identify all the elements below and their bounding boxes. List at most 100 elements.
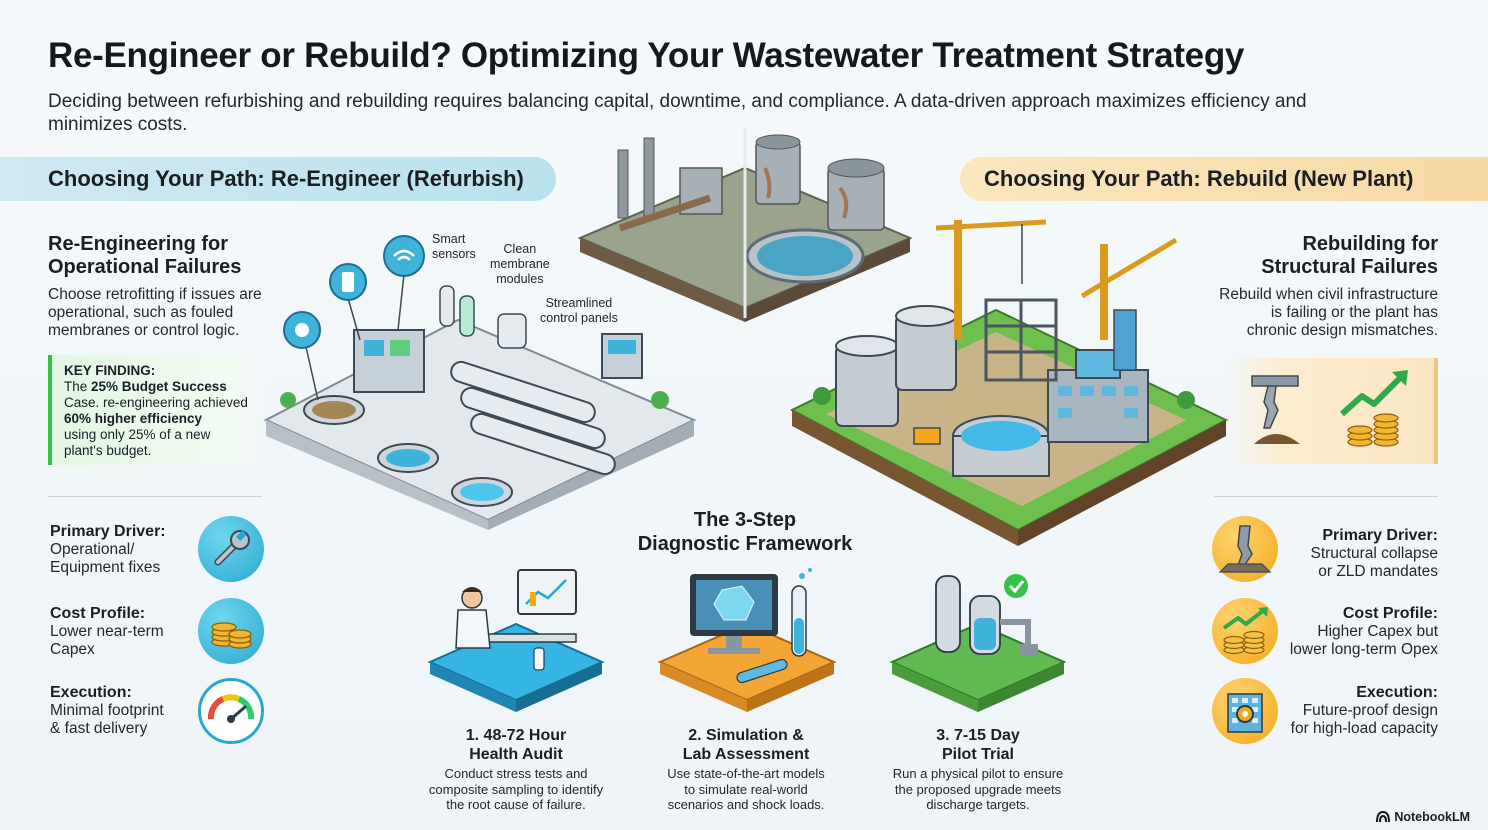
brand-mark: NotebookLM (1376, 810, 1470, 824)
notebook-logo-icon (1376, 811, 1391, 823)
right-driver-text-3: Future-proof design for high-load capaci… (1291, 702, 1438, 738)
right-driver-label-1: Primary Driver: (1322, 527, 1438, 544)
right-divider (1214, 496, 1438, 497)
step-1-title-line-1: 1. 48-72 Hour (465, 727, 567, 744)
step-2-text-line-3: scenarios and shock loads. (667, 797, 825, 812)
step-1-text-line-2: composite sampling to identify (428, 781, 604, 797)
smart-sensors-callout: Smart sensors (432, 232, 476, 262)
refurbish-title-line-1: Re-Engineering for (48, 233, 229, 255)
step-1-text-line-1: Conduct stress tests and (444, 766, 588, 781)
page-subtitle: Deciding between refurbishing and rebuil… (48, 91, 1307, 135)
rebuild-illustration-panel (1230, 358, 1438, 464)
key-finding-box: KEY FINDING: The 25% Budget Success Case… (48, 355, 270, 465)
right-driver-label-3: Execution: (1356, 684, 1438, 701)
brand-label: NotebookLM (1394, 810, 1470, 824)
page-title: Re-Engineer or Rebuild? Optimizing Your … (48, 36, 1245, 75)
rebuild-text-line-2: is failing or the plant has (1270, 304, 1438, 321)
step-2-text: Use state-of-the-art models to simulate … (636, 766, 856, 813)
rebuild-title-line-2: Structural Failures (1261, 256, 1438, 278)
rebuild-text-line-1: Rebuild when civil infrastructure (1219, 286, 1438, 303)
left-driver-text-1: Operational/ Equipment fixes (50, 541, 160, 577)
left-driver-text-2a: Lower near-term (50, 623, 164, 640)
step-3-title-line-1: 3. 7-15 Day (936, 727, 1020, 744)
membrane-line-3: modules (496, 272, 544, 286)
coins-icon (198, 598, 264, 664)
refurbish-title-line-2: Operational Failures (48, 256, 242, 278)
step-3-text-line-2: the proposed upgrade meets (894, 781, 1062, 797)
membrane-line-2: membrane (490, 257, 550, 271)
left-driver-text-3: Minimal footprint & fast delivery (50, 702, 164, 738)
lab-simulation-illustration (657, 568, 837, 712)
broken-pillar-icon (1212, 516, 1278, 582)
left-driver-text-2b: Capex (50, 641, 95, 658)
smart-sensors-line-1: Smart (432, 232, 466, 246)
right-driver-text-2b: lower long-term Opex (1289, 641, 1438, 658)
rebuild-path-pill: Choosing Your Path: Rebuild (New Plant) (960, 157, 1488, 201)
right-driver-text-3b: for high-load capacity (1290, 720, 1438, 737)
step-2-title-line-1: 2. Simulation & (688, 727, 804, 744)
refurbished-plant-illustration (263, 235, 697, 530)
step-2-text-line-1: Use state-of-the-art models (667, 766, 825, 781)
step-1-title-line-2: Health Audit (469, 746, 563, 763)
refurbish-section-text: Choose retrofitting if issues are operat… (48, 286, 262, 339)
step-1-title: 1. 48-72 Hour Health Audit (406, 726, 626, 764)
left-divider (48, 496, 262, 497)
rebuild-title-line-1: Rebuilding for (1302, 233, 1438, 255)
key-finding-bold-1: 25% Budget Success (91, 379, 227, 394)
step-2-title-line-2: Lab Assessment (682, 746, 810, 763)
step-3-text-line-1: Run a physical pilot to ensure (892, 766, 1064, 781)
rebuild-section-title: Rebuilding for Structural Failures (1261, 233, 1438, 279)
left-driver-text-3b: & fast delivery (50, 720, 148, 737)
left-driver-text-1b: Equipment fixes (50, 559, 161, 576)
right-driver-text-1b: or ZLD mandates (1318, 563, 1438, 580)
key-finding-line-2: Case. re-engineering achieved (64, 395, 248, 410)
pilot-trial-illustration (889, 574, 1067, 712)
left-driver-label-3: Execution: (50, 684, 132, 701)
framework-title-line-2: Diagnostic Framework (637, 533, 853, 555)
step-3-title-line-2: Pilot Trial (941, 746, 1014, 763)
right-driver-text-1a: Structural collapse (1310, 545, 1438, 562)
aging-plant-illustration (577, 128, 913, 322)
left-driver-text-1a: Operational/ (50, 541, 135, 558)
rebuild-section-text: Rebuild when civil infrastructure is fai… (1219, 286, 1438, 340)
smart-sensors-line-2: sensors (432, 247, 476, 261)
new-plant-illustration (789, 219, 1229, 546)
framework-title-line-1: The 3-Step (693, 509, 797, 531)
right-driver-label-2: Cost Profile: (1342, 605, 1438, 622)
step-2-title: 2. Simulation & Lab Assessment (636, 726, 856, 764)
gauge-icon (198, 678, 264, 744)
wrench-icon (198, 516, 264, 582)
key-finding-pre: The (64, 379, 92, 394)
step-3-text-line-3: discharge targets. (926, 797, 1030, 812)
key-finding-label: KEY FINDING: (64, 363, 156, 378)
refurbish-path-pill: Choosing Your Path: Re-Engineer (Refurbi… (0, 157, 556, 201)
refurbish-section-title: Re-Engineering for Operational Failures (48, 233, 241, 279)
membrane-callout: Clean membrane modules (490, 242, 550, 287)
membrane-line-1: Clean (503, 242, 537, 256)
key-finding-line-5: plant's budget. (64, 443, 152, 458)
growth-coins-icon (1212, 598, 1278, 664)
step-1-text: Conduct stress tests and composite sampl… (406, 766, 626, 813)
health-audit-illustration (427, 569, 605, 712)
right-driver-text-2a: Higher Capex but (1317, 623, 1438, 640)
key-finding-line-3: 60% higher efficiency (64, 411, 203, 426)
right-driver-text-3a: Future-proof design (1302, 702, 1438, 719)
step-1-text-line-3: the root cause of failure. (446, 797, 586, 812)
building-gear-icon (1212, 678, 1278, 744)
panels-line-2: control panels (540, 311, 618, 325)
step-3-title: 3. 7-15 Day Pilot Trial (868, 726, 1088, 764)
panels-line-1: Streamlined (545, 296, 613, 310)
broken-foundation-growth-icon (1251, 370, 1408, 447)
control-panels-callout: Streamlined control panels (540, 296, 618, 326)
left-driver-text-2: Lower near-term Capex (50, 623, 164, 659)
right-driver-text-1: Structural collapse or ZLD mandates (1310, 545, 1438, 581)
right-driver-text-2: Higher Capex but lower long-term Opex (1290, 623, 1438, 659)
key-finding-line-4: using only 25% of a new (64, 427, 211, 442)
key-finding-line-1: The 25% Budget Success (64, 379, 270, 395)
step-3-text: Run a physical pilot to ensure the propo… (868, 766, 1088, 813)
rebuild-text-line-3: chronic design mismatches. (1246, 322, 1438, 339)
left-driver-label-2: Cost Profile: (50, 605, 146, 622)
left-driver-label-1: Primary Driver: (50, 523, 166, 540)
left-driver-text-3a: Minimal footprint (50, 702, 164, 719)
framework-title: The 3-Step Diagnostic Framework (600, 508, 890, 556)
